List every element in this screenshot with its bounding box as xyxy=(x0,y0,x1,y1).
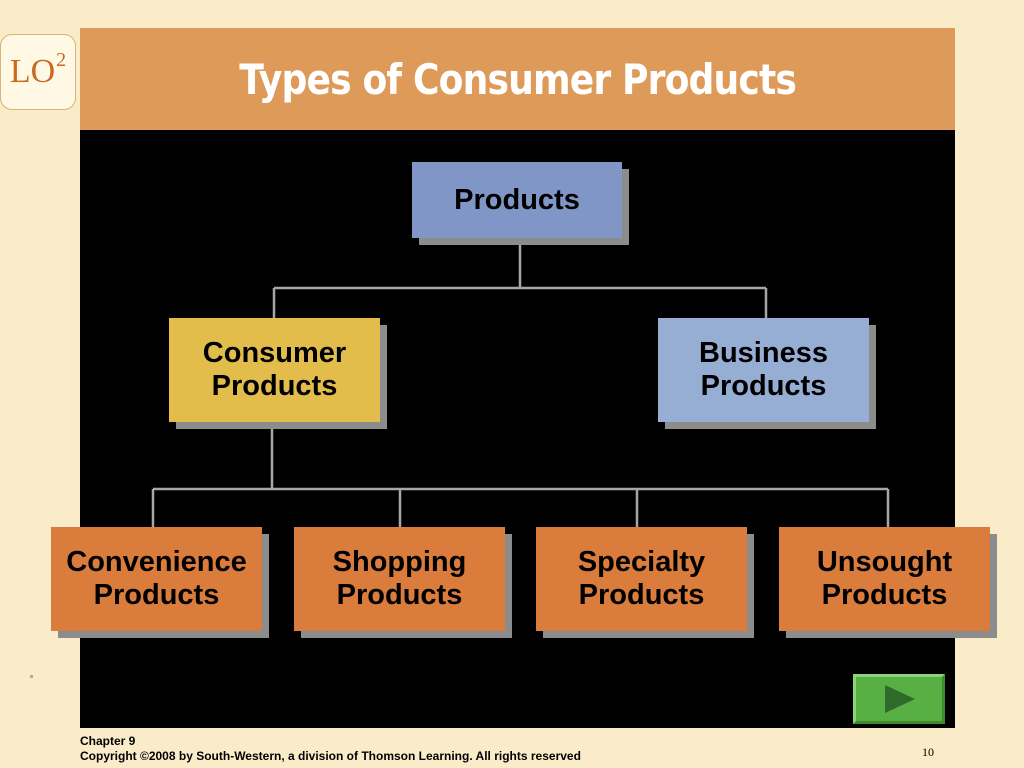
lo-badge-number: 2 xyxy=(56,48,67,71)
footer-copyright: Copyright ©2008 by South-Western, a divi… xyxy=(80,749,581,763)
slide-title: Types of Consumer Products xyxy=(239,54,797,104)
footer-chapter: Chapter 9 xyxy=(80,734,136,748)
next-slide-button[interactable] xyxy=(853,674,945,724)
node-shopping-products: Shopping Products xyxy=(294,527,505,631)
node-consumer-products: Consumer Products xyxy=(169,318,380,422)
node-convenience-products: Convenience Products xyxy=(51,527,262,631)
decorative-dot xyxy=(30,675,33,678)
node-specialty-products: Specialty Products xyxy=(536,527,747,631)
node-unsought-products: Unsought Products xyxy=(779,527,990,631)
connector-lines xyxy=(151,238,890,527)
footer: Chapter 9 Copyright ©2008 by South-Weste… xyxy=(80,734,581,764)
page-number: 10 xyxy=(922,745,934,759)
play-triangle-icon xyxy=(885,685,915,713)
node-products: Products xyxy=(412,162,622,238)
title-bar: Types of Consumer Products xyxy=(80,28,955,130)
node-business-products: Business Products xyxy=(658,318,869,422)
lo-badge-label: LO xyxy=(9,53,56,90)
